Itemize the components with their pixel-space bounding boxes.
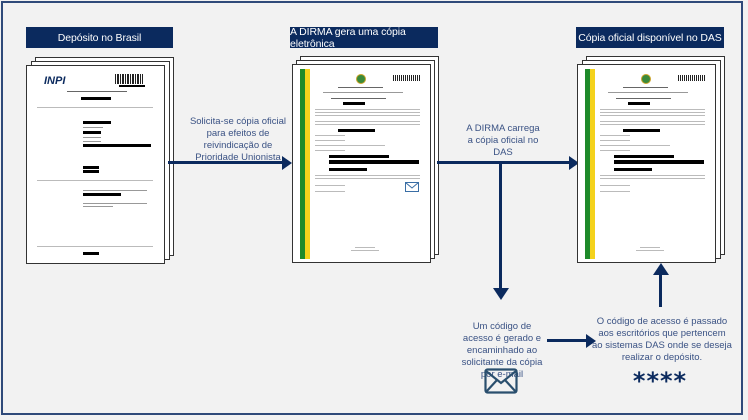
barcode-icon <box>678 75 706 81</box>
arrow-upload-das <box>437 161 570 164</box>
arrow-request-copy <box>168 161 283 164</box>
document-title-line <box>67 91 127 92</box>
arrow-head-up <box>653 263 669 275</box>
arrow-up-das <box>659 274 662 307</box>
arrow-label-request-copy: Solicita-se cópia oficial para efeitos d… <box>189 116 287 163</box>
email-access-code-text: Um código de acesso é gerado e encaminha… <box>461 321 543 380</box>
arrow-down-email <box>499 162 502 288</box>
arrow-send-code <box>547 339 587 342</box>
document-inpi-form: INPI <box>26 65 165 264</box>
document-certified-copy <box>292 64 431 263</box>
access-code-mask: **** <box>632 367 688 395</box>
coat-of-arms-icon <box>356 74 366 84</box>
arrow-head <box>586 334 596 348</box>
barcode-icon <box>393 75 421 81</box>
envelope-icon <box>484 368 518 394</box>
envelope-small-icon <box>405 182 419 192</box>
arrow-head-down <box>493 288 509 300</box>
arrow-head <box>282 156 292 170</box>
coat-of-arms-icon <box>641 74 651 84</box>
step-header-dirma-copy: A DIRMA gera uma cópia eletrônica <box>290 26 438 50</box>
document-official-copy <box>577 64 716 263</box>
inpi-logo: INPI <box>44 75 66 87</box>
step-header-deposit-brazil: Depósito no Brasil <box>26 27 173 48</box>
arrow-head <box>569 156 579 170</box>
das-access-code-text: O código de acesso é passado aos escritó… <box>592 316 732 363</box>
barcode-icon <box>115 74 143 84</box>
arrow-label-upload-das: A DIRMA carrega a cópia oficial no DAS <box>466 123 540 158</box>
step-header-das-copy: Cópia oficial disponível no DAS <box>576 27 724 48</box>
